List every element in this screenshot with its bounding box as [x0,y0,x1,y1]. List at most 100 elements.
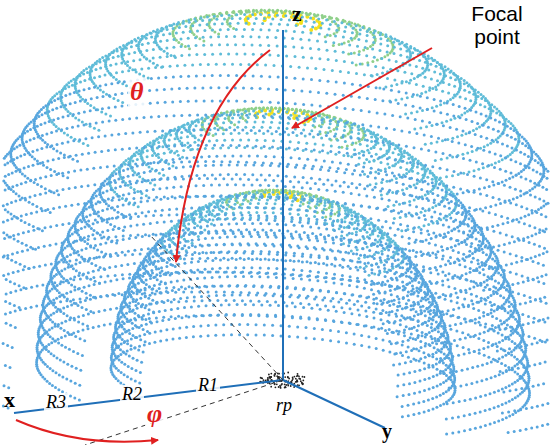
element-dot [353,227,356,230]
element-dot [204,259,207,262]
element-dot [377,327,380,330]
element-dot [152,311,155,314]
element-dot [355,233,358,236]
element-dot [433,337,436,340]
element-dot [401,307,404,310]
element-dot [210,222,213,225]
element-dot [337,330,340,333]
element-dot [329,217,332,220]
element-dot [375,251,378,254]
element-dot [315,206,318,209]
element-dot [226,110,229,113]
element-dot [245,228,248,231]
element-dot [415,310,418,313]
element-dot [290,203,293,206]
element-dot [250,107,253,110]
element-dot [356,269,359,272]
element-dot [291,200,294,203]
element-dot [188,218,191,221]
element-dot [368,346,371,349]
element-dot [207,324,210,327]
element-dot [130,338,133,341]
element-dot [345,331,348,334]
element-dot [187,228,190,231]
element-dot [435,406,438,409]
element-dot [197,209,200,212]
element-dot [439,404,442,407]
element-dot [276,259,279,262]
element-dot [371,233,374,236]
element-dot [443,353,446,356]
element-dot [288,335,291,338]
element-dot [120,371,123,374]
element-dot [148,257,151,260]
element-dot [447,376,450,379]
element-dot [198,252,201,255]
element-dot [156,278,159,281]
element-dot [431,353,434,356]
element-dot [142,328,145,331]
element-dot [397,258,400,261]
element-dot [363,221,366,224]
element-dot [418,349,421,352]
element-dot [363,162,366,165]
element-dot [285,111,288,114]
element-dot [185,326,188,329]
element-dot [275,267,278,270]
element-dot [215,294,218,297]
element-dot [381,309,384,312]
element-dot [442,335,445,338]
element-dot [270,229,273,232]
element-dot [241,192,244,195]
element-dot [253,228,256,231]
element-dot [359,266,362,269]
element-dot [370,264,373,267]
element-dot [327,309,330,312]
element-dot [418,369,421,372]
element-dot [197,260,200,263]
element-dot [204,215,207,218]
element-dot [412,358,415,361]
element-dot [389,269,392,272]
element-dot [332,242,335,245]
element-dot [435,321,438,324]
element-dot [144,295,147,298]
element-dot [284,190,287,193]
element-dot [277,110,280,113]
element-dot [263,191,266,194]
element-dot [382,322,385,325]
element-dot [275,276,278,279]
element-dot [436,373,439,376]
element-dot [246,333,249,336]
element-dot [423,378,426,381]
element-dot [350,312,353,315]
element-dot [315,195,318,198]
element-dot [317,227,320,230]
element-dot [386,320,389,323]
element-dot [211,259,214,262]
element-dot [360,305,363,308]
element-dot [384,329,387,332]
element-dot [337,205,340,208]
element-dot [184,240,187,243]
element-dot [422,351,425,354]
element-dot [148,308,151,311]
element-dot [250,266,253,269]
element-dot [128,332,131,335]
element-dot [397,374,400,377]
element-dot [197,305,200,308]
element-dot [191,239,194,242]
element-dot [183,306,186,309]
element-dot [226,236,229,239]
element-dot [412,301,415,304]
element-dot [436,307,439,310]
element-dot [286,230,289,233]
element-dot [244,110,247,113]
element-dot [192,325,195,328]
element-dot [186,216,189,219]
element-dot [220,303,223,306]
element-dot [288,192,291,195]
element-dot [419,312,422,315]
element-dot [365,315,368,318]
element-dot [186,296,189,299]
